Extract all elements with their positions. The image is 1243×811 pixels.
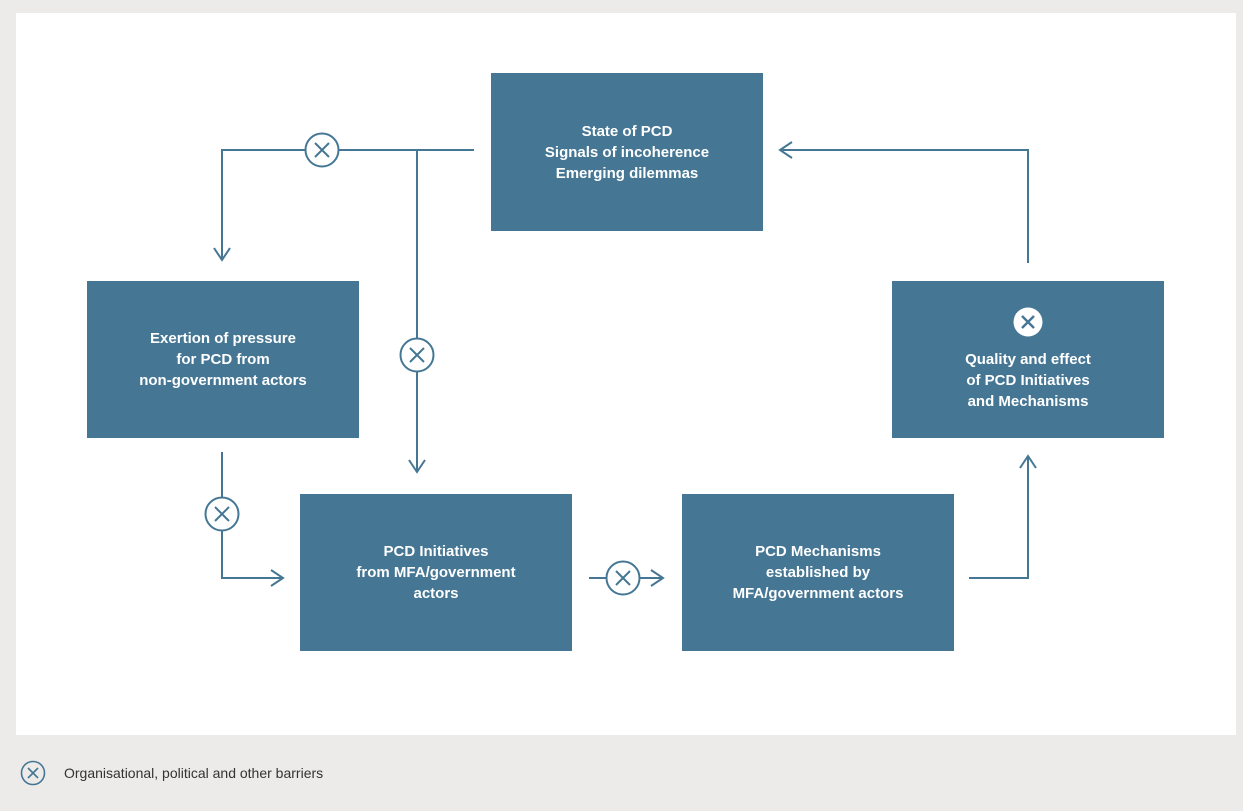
box-line: for PCD from <box>176 351 270 368</box>
barrier-icon <box>1013 307 1043 337</box>
box-line: Emerging dilemmas <box>555 164 699 182</box>
state-of-pcd-box: State of PCD Signals of incoherence Emer… <box>491 73 763 231</box>
box-line: Exertion of pressure <box>150 330 296 347</box>
box-line: actors <box>413 585 459 602</box>
legend-label: Organisational, political and other barr… <box>64 765 324 781</box>
mechanisms-box: PCD Mechanisms established by MFA/govern… <box>682 494 954 651</box>
box-line: Quality and effect <box>965 351 1091 368</box>
box-line: of PCD Initiatives <box>966 372 1090 389</box>
box-line: PCD Initiatives <box>383 543 489 560</box>
box-line: PCD Mechanisms <box>755 543 881 560</box>
barrier-icon <box>20 760 46 786</box>
box-line: non-government actors <box>139 372 307 389</box>
box-line: and Mechanisms <box>967 393 1089 410</box>
box-line: from MFA/government <box>356 564 516 581</box>
legend: Organisational, political and other barr… <box>20 760 323 786</box>
box-line: State of PCD <box>581 122 673 140</box>
initiatives-box: PCD Initiatives from MFA/government acto… <box>300 494 572 651</box>
quality-box: Quality and effect of PCD Initiatives an… <box>892 281 1164 438</box>
box-line: established by <box>765 564 871 581</box>
box-line: MFA/government actors <box>732 585 904 602</box>
pressure-box: Exertion of pressure for PCD from non-go… <box>87 281 359 438</box>
box-line: Signals of incoherence <box>544 143 710 161</box>
